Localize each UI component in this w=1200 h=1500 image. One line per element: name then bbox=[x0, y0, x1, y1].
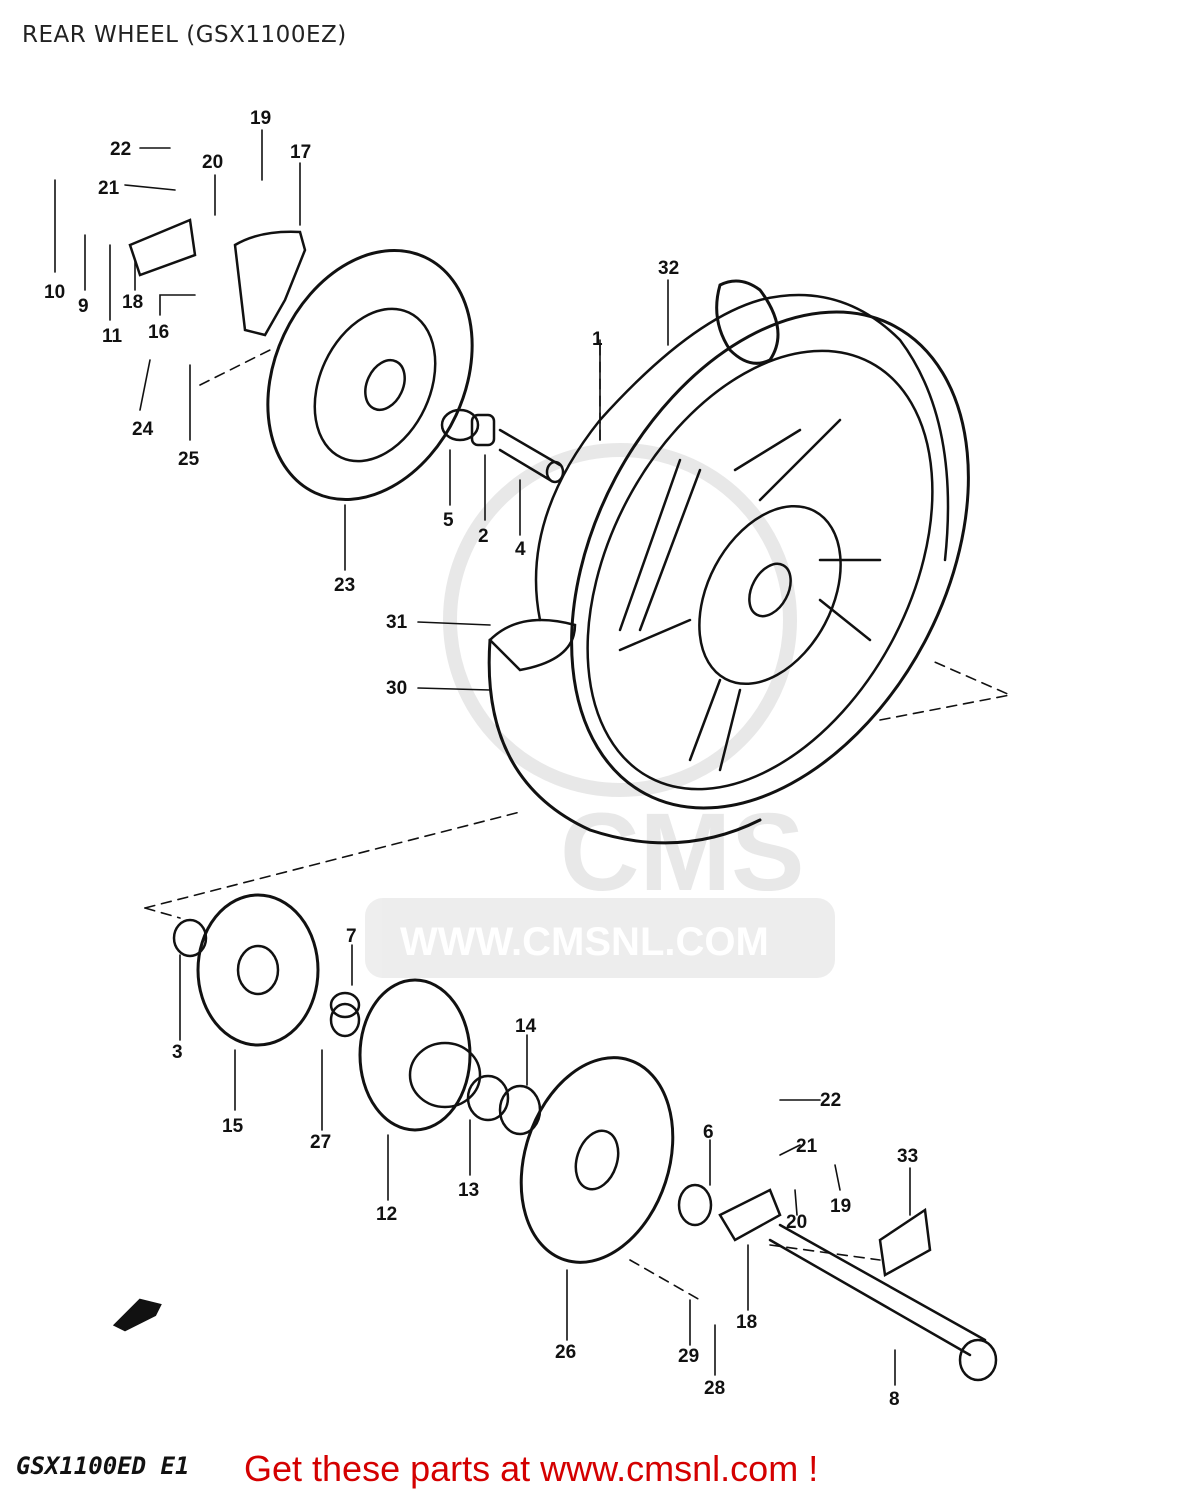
callout-20: 20 bbox=[202, 152, 223, 173]
front-direction-arrow bbox=[112, 1298, 162, 1332]
callout-29: 29 bbox=[678, 1346, 699, 1367]
cmsnl-watermark: CMS WWW.CMSNL.COM bbox=[365, 443, 835, 978]
callout-23: 23 bbox=[334, 575, 355, 596]
callout-27: 27 bbox=[310, 1132, 331, 1153]
spacer-part-6 bbox=[677, 1183, 713, 1227]
callout-3: 3 bbox=[172, 1042, 183, 1063]
callout-leader-lines bbox=[54, 129, 911, 1386]
callout-24: 24 bbox=[132, 419, 154, 440]
watermark-logo: CMS bbox=[560, 791, 804, 914]
callout-32: 32 bbox=[658, 258, 679, 279]
caliper-bracket-part-17 bbox=[233, 230, 307, 337]
callout-19: 19 bbox=[250, 108, 271, 129]
diagram-title: REAR WHEEL (GSX1100EZ) bbox=[22, 22, 347, 48]
callout-10: 10 bbox=[44, 282, 65, 303]
callout-26: 26 bbox=[555, 1342, 576, 1363]
model-code: GSX1100ED E1 bbox=[16, 1452, 190, 1480]
rear-sprocket-part-26 bbox=[519, 1056, 675, 1264]
callout-4: 4 bbox=[515, 539, 526, 560]
callout-2: 2 bbox=[478, 526, 489, 547]
callout-9: 9 bbox=[78, 296, 89, 317]
brake-disc-part-23 bbox=[266, 249, 474, 501]
chain-adjuster-part-18-top bbox=[128, 218, 197, 277]
callout-7: 7 bbox=[346, 926, 357, 947]
callout-25: 25 bbox=[178, 449, 200, 470]
spacer-parts-2-4-5 bbox=[440, 408, 565, 484]
callout-17: 17 bbox=[290, 142, 311, 163]
callout-28: 28 bbox=[704, 1378, 725, 1399]
callout-31: 31 bbox=[386, 612, 408, 633]
callout-21: 21 bbox=[98, 178, 120, 199]
callout-labels: 1 2 3 4 5 6 7 8 9 10 11 12 13 14 15 16 1… bbox=[44, 108, 918, 1410]
callout-19-lower: 19 bbox=[830, 1196, 851, 1217]
callout-30: 30 bbox=[386, 678, 407, 699]
tyre-part-30 bbox=[487, 279, 950, 845]
rear-wheel-part-1 bbox=[570, 310, 970, 810]
callout-22-lower: 22 bbox=[820, 1090, 841, 1111]
callout-13: 13 bbox=[458, 1180, 479, 1201]
spacer-part-7 bbox=[329, 991, 361, 1019]
callout-21-lower: 21 bbox=[796, 1136, 818, 1157]
callout-18-lower: 18 bbox=[736, 1312, 757, 1333]
promo-link[interactable]: Get these parts at www.cmsnl.com ! bbox=[244, 1448, 819, 1489]
chain-adjuster-part-18 bbox=[718, 1188, 782, 1242]
bearing-part-13 bbox=[466, 1074, 510, 1122]
callout-11: 11 bbox=[102, 326, 123, 347]
callout-18: 18 bbox=[122, 292, 143, 313]
callout-16: 16 bbox=[148, 322, 169, 343]
callout-6: 6 bbox=[703, 1122, 714, 1143]
callout-12: 12 bbox=[376, 1204, 397, 1225]
label-plate-part-33 bbox=[878, 1207, 932, 1277]
cush-drive-rubber-part-15 bbox=[172, 893, 320, 1047]
rear-hub-part-12 bbox=[329, 978, 482, 1132]
callout-1: 1 bbox=[592, 329, 603, 350]
callout-20-lower: 20 bbox=[786, 1212, 807, 1233]
callout-8: 8 bbox=[889, 1389, 900, 1410]
callout-22: 22 bbox=[110, 139, 131, 160]
callout-15: 15 bbox=[222, 1116, 244, 1137]
callout-5: 5 bbox=[443, 510, 454, 531]
rear-axle-part-8 bbox=[768, 1223, 998, 1382]
callout-33: 33 bbox=[897, 1146, 918, 1167]
callout-14: 14 bbox=[515, 1016, 537, 1037]
watermark-url: WWW.CMSNL.COM bbox=[400, 920, 769, 964]
